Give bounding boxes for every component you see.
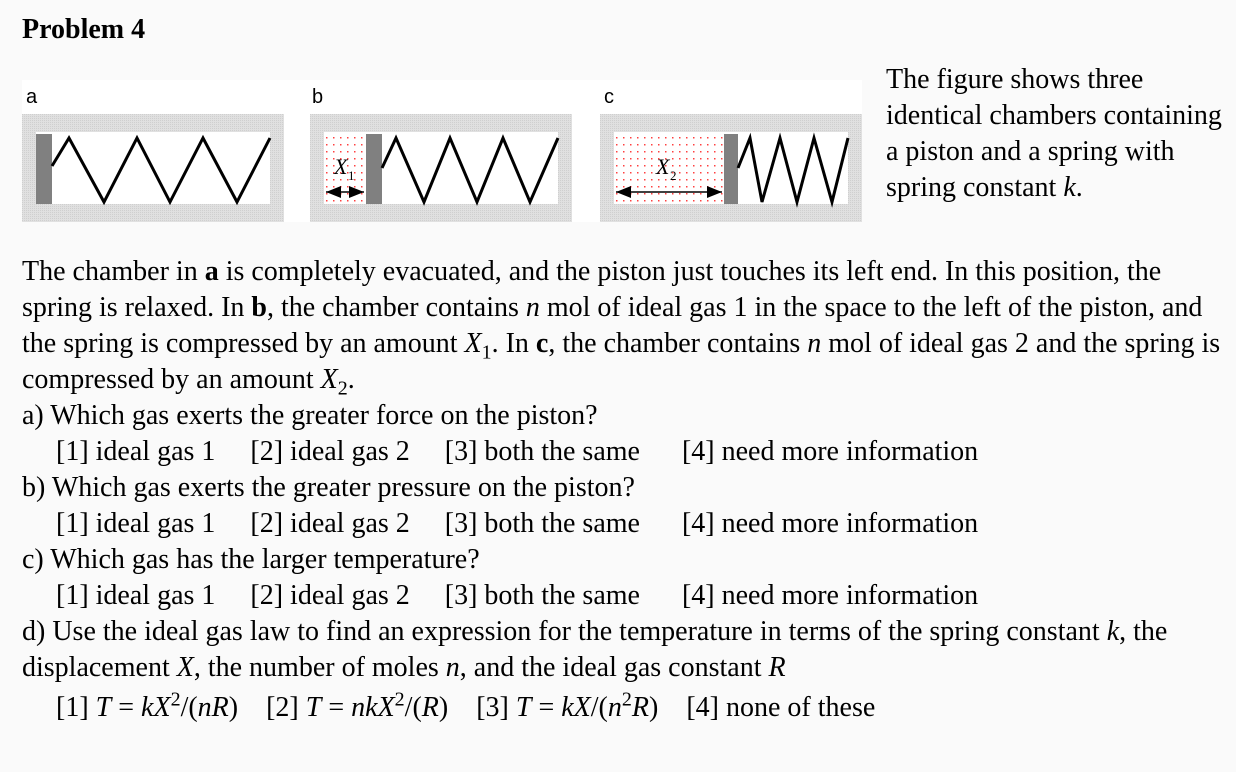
problem-body: The chamber in a is completely evacuated…	[22, 254, 1222, 726]
option[interactable]: [3] T = kX/(n2R)	[476, 688, 659, 723]
chambers-figure: a b X 1 c	[22, 80, 862, 222]
panel-label-c: c	[604, 86, 614, 108]
piston	[36, 134, 52, 204]
chamber-c-drawing: X 2	[600, 114, 862, 222]
figure-description: The figure shows three identical chamber…	[886, 64, 1222, 203]
x2-label: X	[655, 154, 671, 179]
x1-label: X	[333, 154, 349, 179]
chamber-a-drawing	[22, 114, 284, 222]
option[interactable]: [1] ideal gas 1	[56, 508, 216, 539]
option[interactable]: [4] need more information	[681, 436, 979, 467]
option[interactable]: [1] ideal gas 1	[56, 580, 216, 611]
question-c: c) Which gas has the larger temperature?…	[22, 542, 1222, 614]
option[interactable]: [3] both the same	[444, 436, 640, 467]
option[interactable]: [3] both the same	[444, 508, 640, 539]
spring	[50, 134, 272, 206]
question-d: d) Use the ideal gas law to find an expr…	[22, 614, 1222, 726]
option[interactable]: [4] need more information	[681, 580, 979, 611]
intro-paragraph: The chamber in a is completely evacuated…	[22, 256, 1221, 400]
option[interactable]: [2] ideal gas 2	[250, 580, 410, 611]
svg-text:1: 1	[348, 168, 355, 183]
option[interactable]: [4] need more information	[681, 508, 979, 539]
option[interactable]: [1] ideal gas 1	[56, 436, 216, 467]
option[interactable]: [2] ideal gas 2	[250, 508, 410, 539]
problem-title: Problem 4	[22, 14, 146, 45]
svg-text:2: 2	[670, 168, 677, 183]
question-a: a) Which gas exerts the greater force on…	[22, 398, 1222, 470]
option[interactable]: [3] both the same	[444, 580, 640, 611]
panel-label-a: a	[26, 86, 38, 108]
panel-label-b: b	[312, 86, 324, 108]
chamber-b-drawing: X 1	[310, 114, 572, 222]
option[interactable]: [1] T = kX2/(nR)	[56, 688, 239, 723]
option[interactable]: [2] T = nkX2/(R)	[266, 688, 449, 723]
option[interactable]: [2] ideal gas 2	[250, 436, 410, 467]
option[interactable]: [4] none of these	[686, 692, 876, 723]
question-b: b) Which gas exerts the greater pressure…	[22, 470, 1222, 542]
